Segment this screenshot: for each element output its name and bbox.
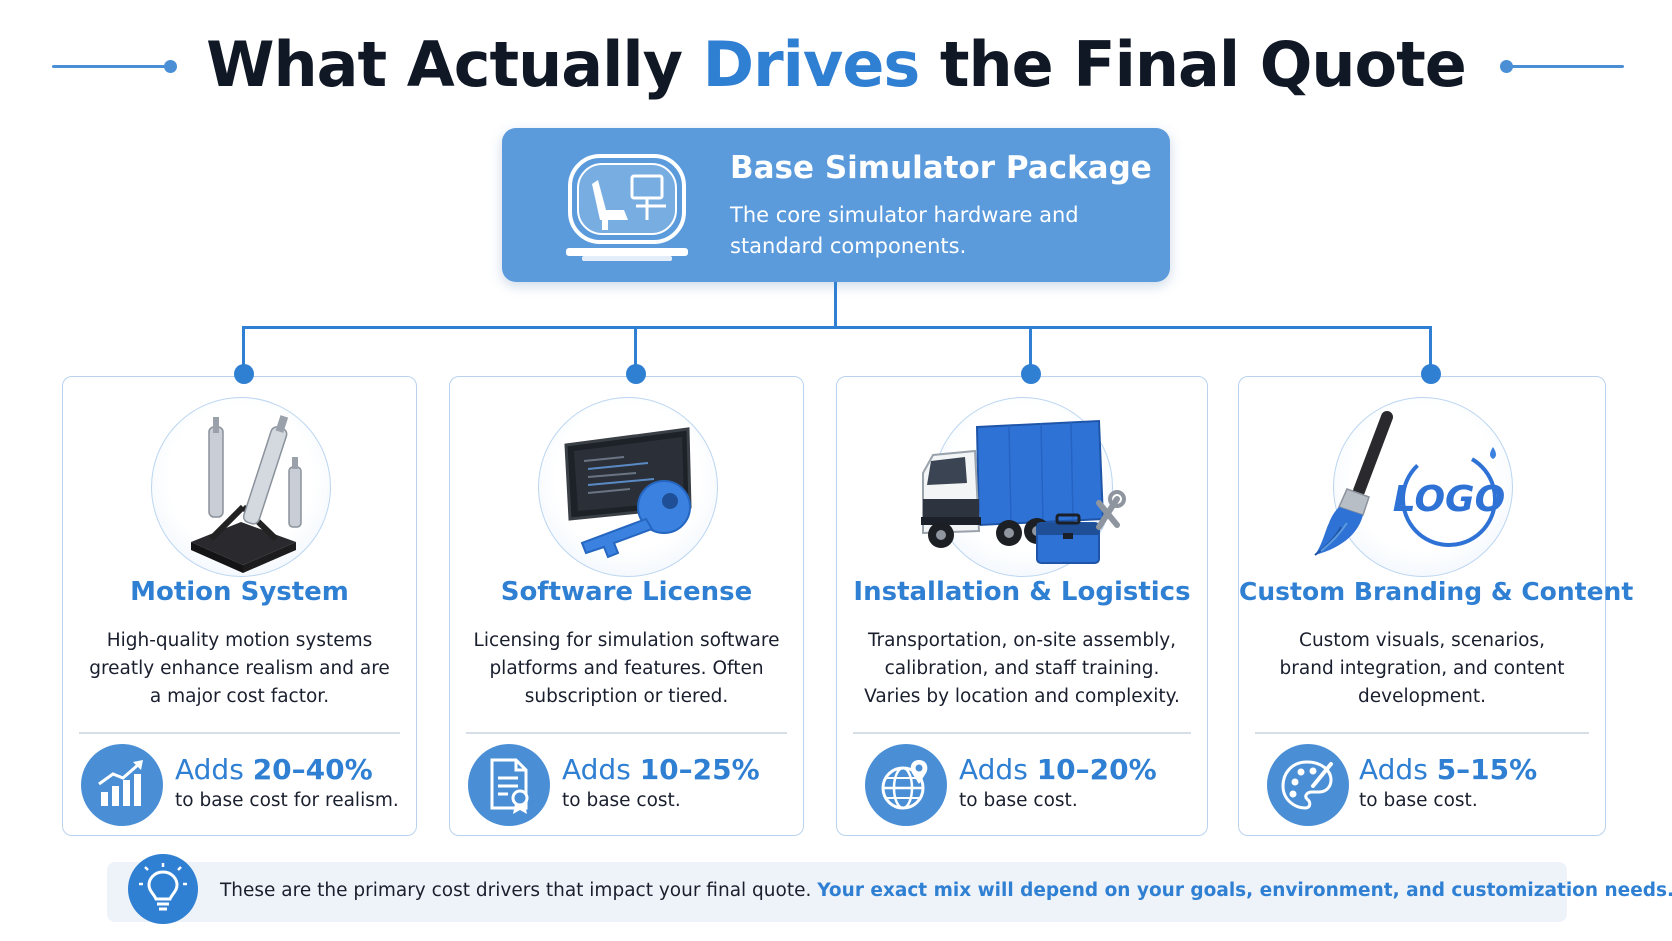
- card-title: Custom Branding & Content: [1239, 577, 1634, 606]
- badge-chart: [81, 744, 163, 826]
- footer-text: These are the primary cost drivers that …: [220, 880, 1672, 901]
- card-adds: Adds 5–15%: [1359, 753, 1537, 786]
- license-document-icon: [490, 758, 529, 814]
- connector-dot-4: [1421, 364, 1441, 384]
- base-description: The core simulator hardware and standard…: [730, 203, 1079, 258]
- card-description: Custom visuals, scenarios, brand integra…: [1279, 630, 1565, 707]
- card-installation-logistics: Installation & Logistics Transportation,…: [836, 376, 1208, 836]
- simulator-cockpit-icon: [566, 154, 688, 261]
- paintbrush-logo-icon: LOGO: [1314, 411, 1505, 556]
- base-simulator-box: Base Simulator Package The core simulato…: [502, 128, 1170, 282]
- badge-license: [468, 744, 550, 826]
- page-title-highlight: Drives: [702, 28, 921, 101]
- card-description: Licensing for simulation software platfo…: [473, 630, 780, 707]
- base-title: Base Simulator Package: [730, 150, 1152, 186]
- connector-dot-2: [626, 364, 646, 384]
- footer-badge: [128, 854, 198, 924]
- footer-text-emphasis: Your exact mix will depend on your goals…: [817, 880, 1672, 901]
- card-adds: Adds 10–20%: [959, 753, 1157, 786]
- card-illustration-circle: [1333, 397, 1513, 577]
- monitor-key-icon: [564, 427, 692, 559]
- card-adds-sub: to base cost.: [1359, 790, 1478, 811]
- title-decor-line-left: [52, 65, 170, 68]
- title-decor-dot-left: [164, 60, 177, 73]
- lightbulb-icon: [139, 863, 187, 911]
- adds-range: 5–15%: [1436, 753, 1538, 786]
- adds-prefix: Adds: [959, 753, 1037, 786]
- palette-icon: [1281, 760, 1333, 810]
- connector-horizontal: [242, 326, 1432, 329]
- connector-drop-4: [1429, 326, 1432, 372]
- footer-note-bar: [107, 862, 1567, 922]
- title-row: What Actually Drives the Final Quote: [0, 22, 1672, 102]
- card-software-license: Software License Licensing for simulatio…: [449, 376, 804, 836]
- connector-dot-3: [1021, 364, 1041, 384]
- connector-drop-1: [242, 326, 245, 372]
- connector-drop-2: [634, 326, 637, 372]
- adds-prefix: Adds: [175, 753, 253, 786]
- page-title-part1: What Actually: [206, 28, 703, 101]
- badge-globe: [865, 744, 947, 826]
- adds-prefix: Adds: [562, 753, 640, 786]
- motion-actuators-icon: [191, 415, 302, 573]
- connector-dot-1: [234, 364, 254, 384]
- page-title-part2: the Final Quote: [919, 28, 1467, 101]
- adds-range: 20–40%: [252, 753, 373, 786]
- page-title: What Actually Drives the Final Quote: [200, 28, 1472, 101]
- card-description: Transportation, on-site assembly, calibr…: [864, 630, 1180, 707]
- card-adds-sub: to base cost for realism.: [175, 790, 399, 811]
- card-title: Installation & Logistics: [853, 577, 1191, 607]
- card-adds-sub: to base cost.: [562, 790, 681, 811]
- title-decor-line-right: [1506, 65, 1624, 68]
- adds-range: 10–20%: [1036, 753, 1157, 786]
- badge-palette: [1267, 744, 1349, 826]
- card-description: High-quality motion systems greatly enha…: [89, 630, 390, 707]
- card-divider: [79, 732, 400, 734]
- card-divider: [853, 732, 1191, 734]
- card-title: Motion System: [130, 577, 349, 607]
- bar-chart-growth-icon: [98, 760, 143, 806]
- card-adds-sub: to base cost.: [959, 790, 1078, 811]
- card-motion-system: Motion System High-quality motion system…: [62, 376, 417, 836]
- card-custom-branding: LOGO Custom Branding & Content Custom vi…: [1238, 376, 1634, 836]
- card-adds: Adds 20–40%: [175, 753, 373, 786]
- card-title: Software License: [500, 577, 753, 607]
- card-divider: [466, 732, 787, 734]
- adds-prefix: Adds: [1359, 753, 1437, 786]
- connector-trunk: [834, 282, 837, 328]
- adds-range: 10–25%: [639, 753, 760, 786]
- connector-drop-3: [1029, 326, 1032, 372]
- logo-text: LOGO: [1393, 479, 1505, 520]
- truck-toolbox-icon: [921, 419, 1126, 564]
- globe-location-icon: [881, 760, 928, 810]
- card-divider: [1255, 732, 1589, 734]
- footer-text-plain: These are the primary cost drivers that …: [220, 880, 818, 901]
- card-adds: Adds 10–25%: [562, 753, 760, 786]
